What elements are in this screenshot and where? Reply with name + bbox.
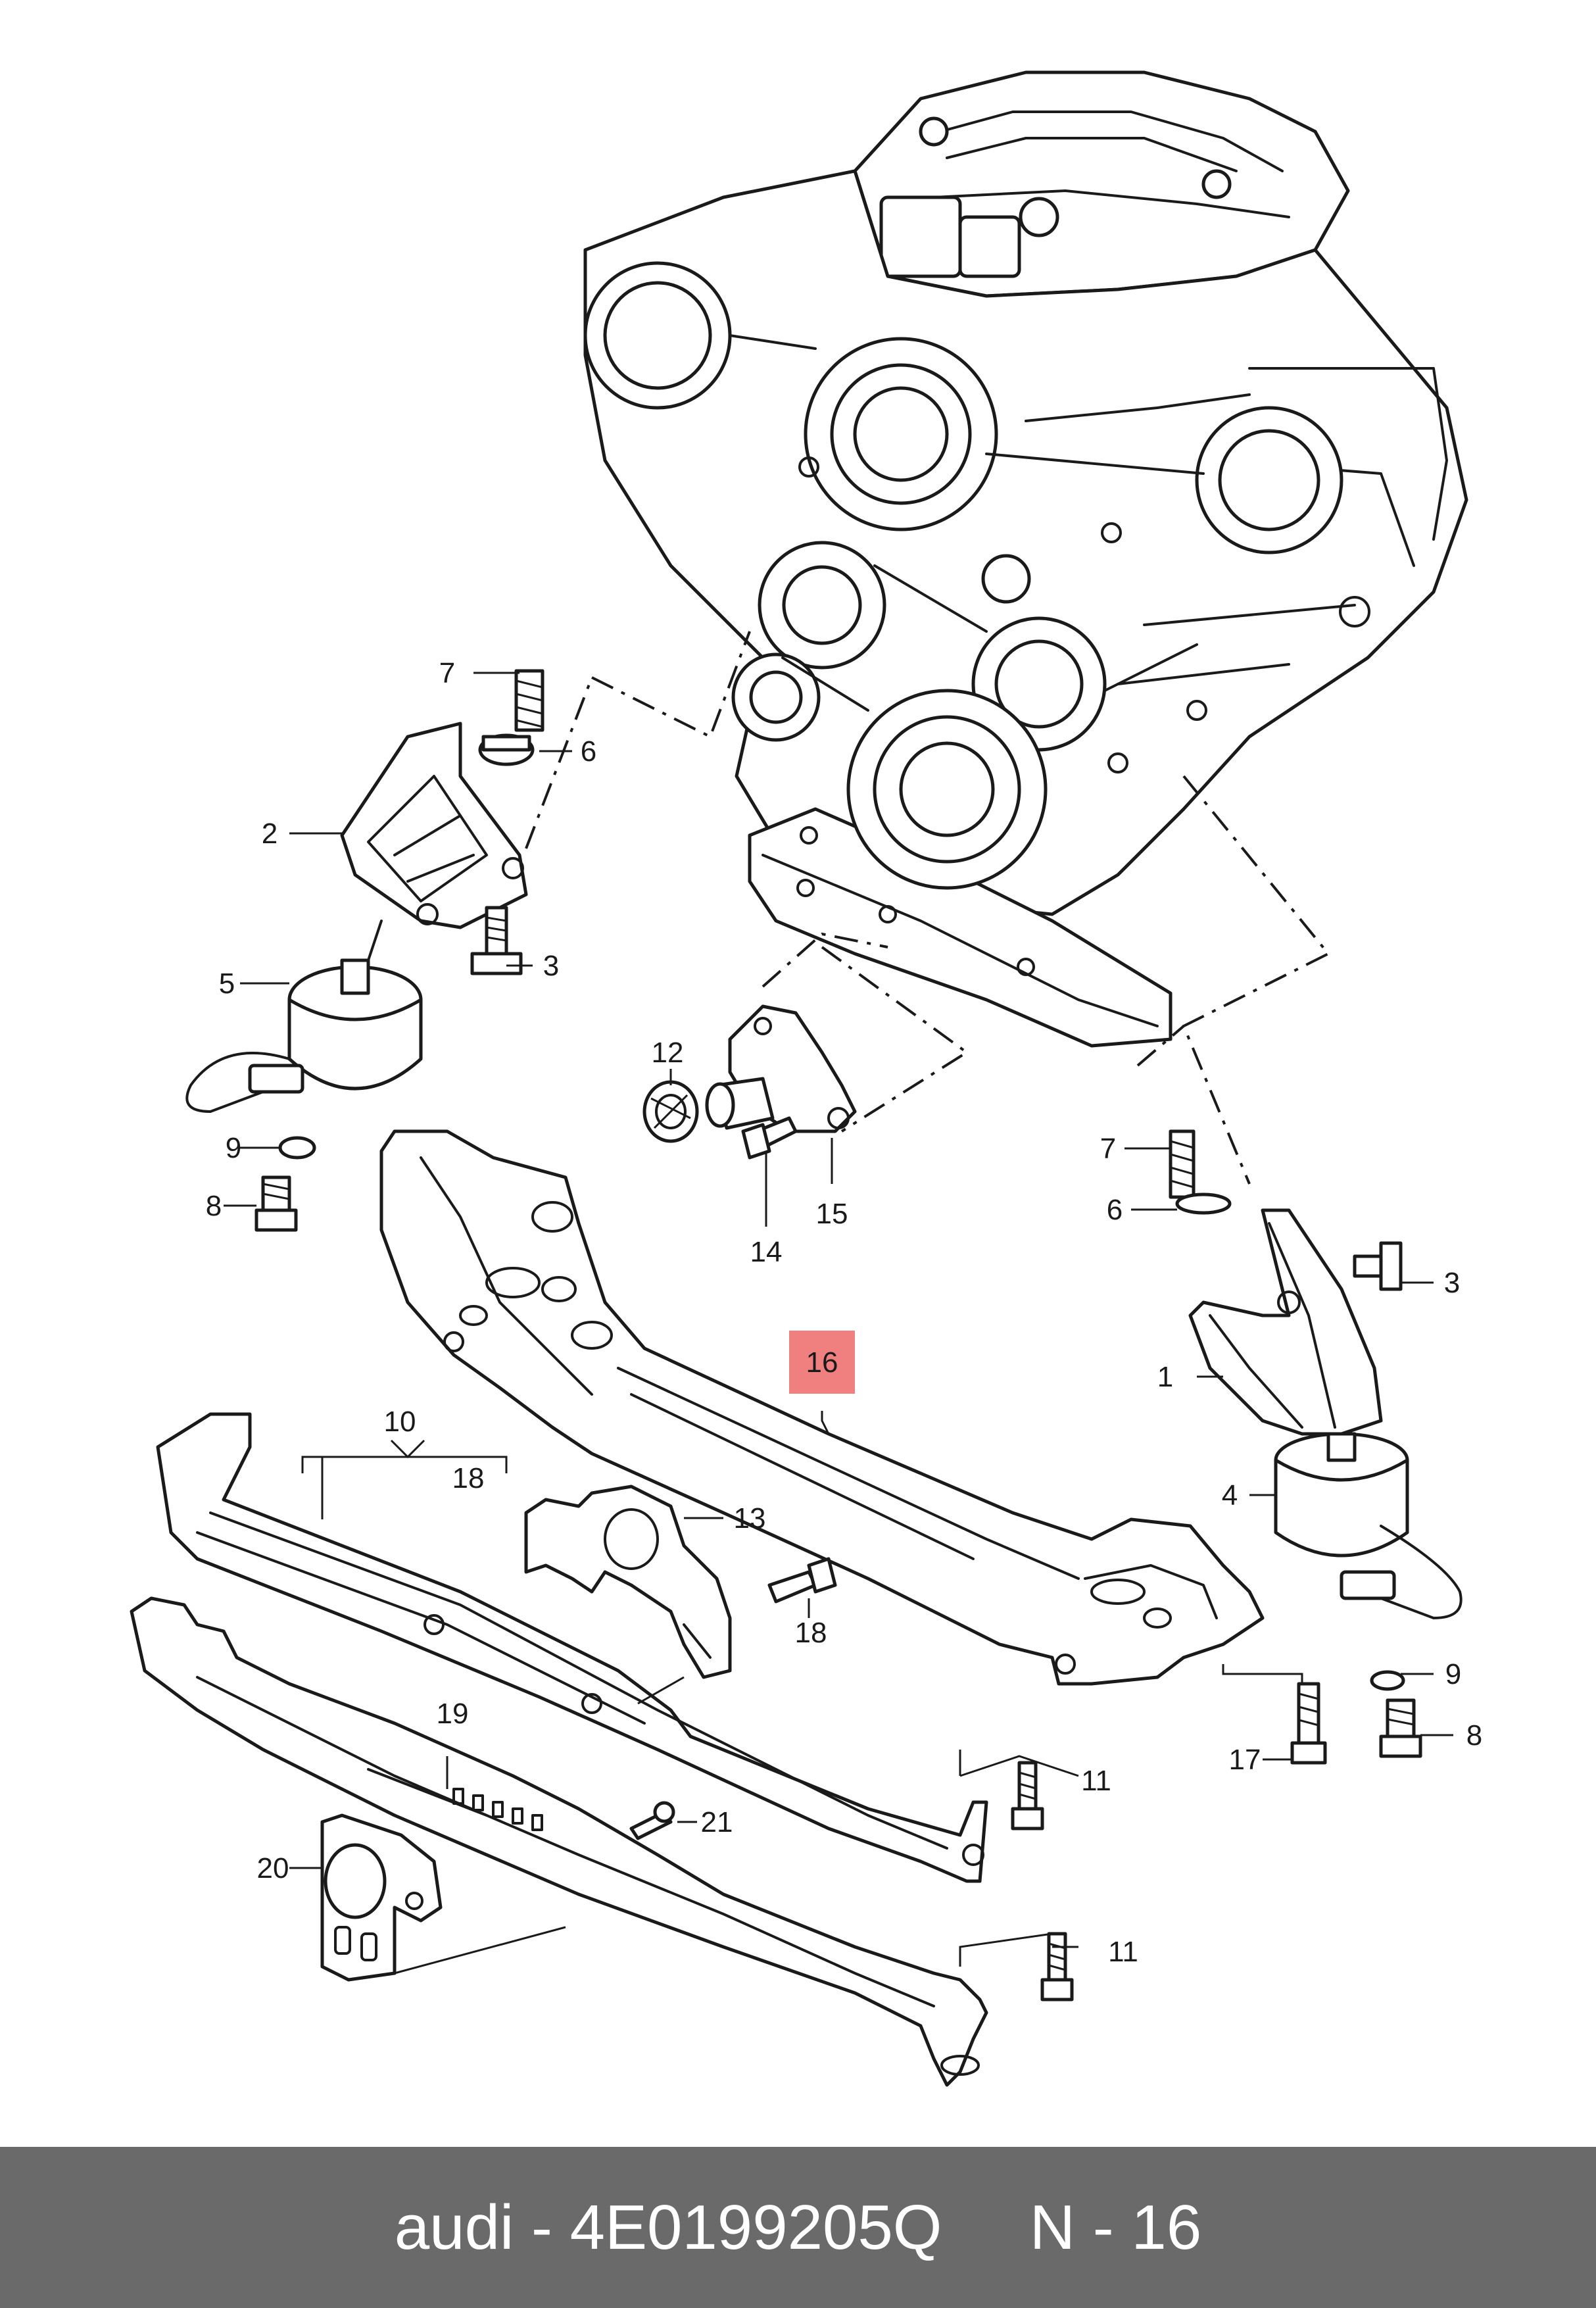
callout-numbers: 7 6 2 3 5 12 7 9 15 6 8 14 3 16 1 10 18 … <box>206 657 1482 1968</box>
left-mount-assembly <box>185 669 544 1232</box>
subframe-crossmember <box>379 1129 1327 1765</box>
caption-text: audi - 4E0199205Q N - 16 <box>394 2192 1202 2263</box>
callout-6-right: 6 <box>1107 1194 1123 1226</box>
callout-3-right: 3 <box>1444 1267 1460 1299</box>
callout-12: 12 <box>652 1037 684 1069</box>
engine-block <box>583 70 1468 1048</box>
callout-16: 16 <box>806 1346 838 1379</box>
callout-15: 15 <box>816 1198 848 1230</box>
callout-8-left: 8 <box>206 1190 222 1222</box>
callout-4: 4 <box>1222 1479 1238 1511</box>
callout-6-left: 6 <box>581 735 596 768</box>
leader-lines <box>224 672 1453 1975</box>
callout-19: 19 <box>437 1698 469 1730</box>
callout-7-right: 7 <box>1100 1133 1116 1165</box>
callout-11-top: 11 <box>1081 1765 1111 1797</box>
callout-14: 14 <box>750 1236 783 1268</box>
caption-bar: audi - 4E0199205Q N - 16 <box>0 2147 1596 2308</box>
callout-5: 5 <box>219 968 235 1000</box>
parts-diagram: 7 6 2 3 5 12 7 9 15 6 8 14 3 16 1 10 18 … <box>130 70 1482 2087</box>
callout-9-left: 9 <box>226 1132 241 1164</box>
callout-18-bottom: 18 <box>795 1617 827 1649</box>
callout-11-bottom: 11 <box>1108 1936 1138 1968</box>
right-mount-assembly <box>1169 1129 1463 1758</box>
callout-7-left: 7 <box>439 657 455 689</box>
callout-1: 1 <box>1157 1361 1173 1393</box>
callout-10: 10 <box>384 1406 416 1438</box>
center-bracket-assembly <box>642 1004 857 1160</box>
highlight-box-16 <box>789 1331 855 1394</box>
callout-8-right: 8 <box>1466 1719 1482 1752</box>
callout-3-left: 3 <box>543 950 559 982</box>
bracket-13 <box>524 1485 837 1679</box>
callout-9-right: 9 <box>1445 1658 1461 1690</box>
callout-17: 17 <box>1229 1744 1261 1776</box>
callout-20: 20 <box>257 1852 289 1884</box>
mount-20 <box>320 1813 443 1982</box>
callout-21: 21 <box>701 1806 733 1838</box>
callout-2: 2 <box>262 818 278 850</box>
crossmember-10 <box>156 1412 1044 1883</box>
callout-13: 13 <box>734 1502 766 1535</box>
crossmember-19 <box>130 1596 1074 2087</box>
callout-18-top: 18 <box>452 1462 485 1494</box>
assembly-lines <box>525 631 1331 1185</box>
